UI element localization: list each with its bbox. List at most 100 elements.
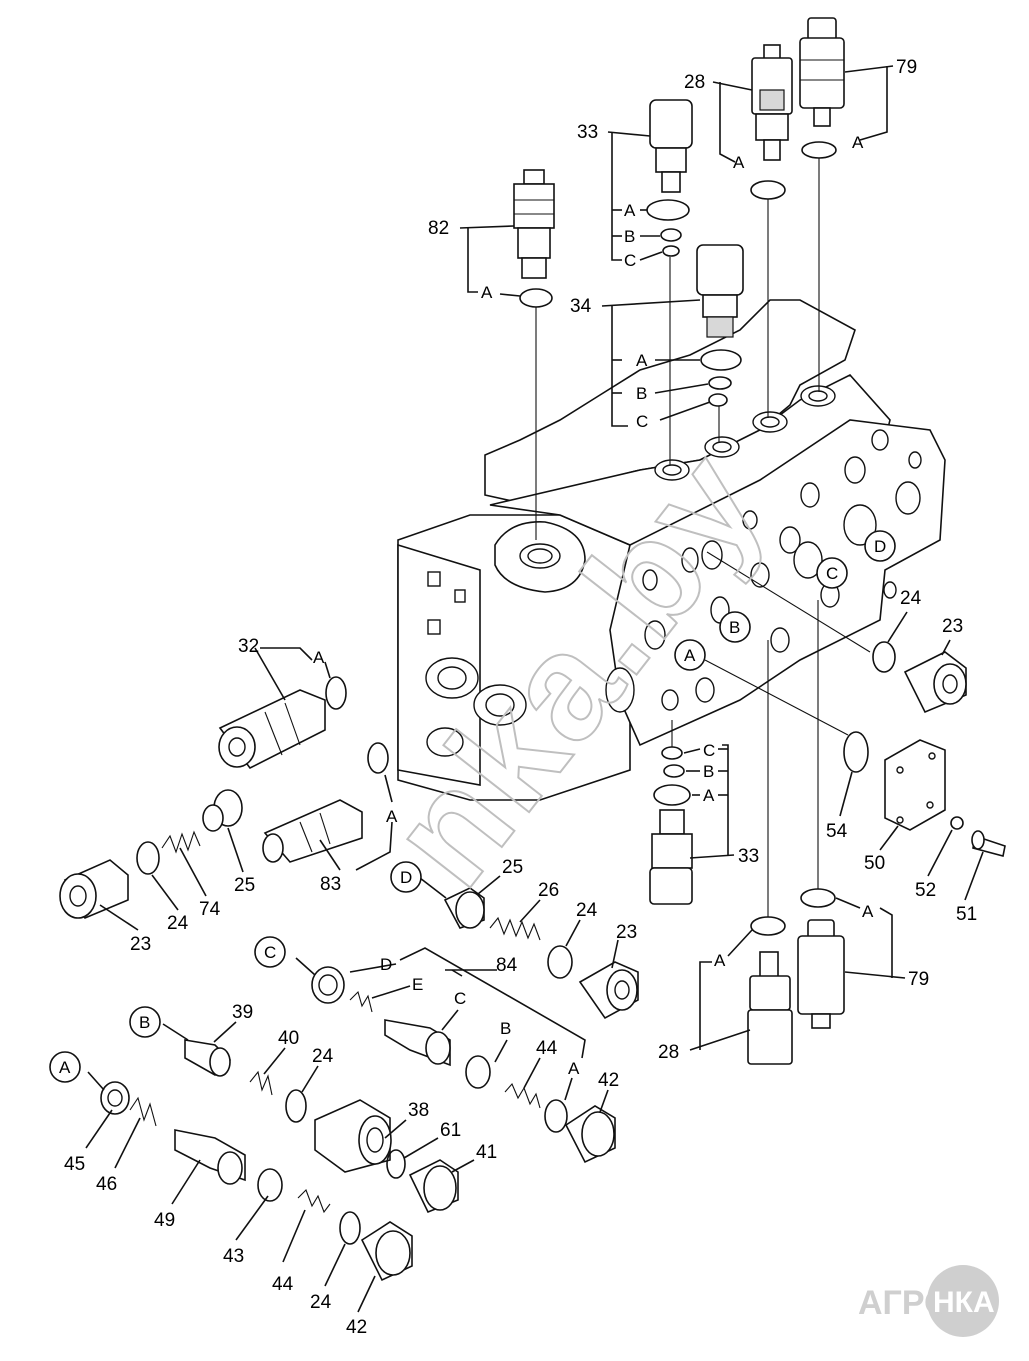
letter-c-34: C bbox=[636, 412, 648, 431]
o-ring-24-right bbox=[872, 641, 896, 673]
sub-marker-c: C bbox=[264, 943, 276, 962]
brand-text-part2: НКА bbox=[933, 1286, 995, 1319]
callout-28-bottom: 28 bbox=[658, 1042, 679, 1063]
callout-41: 41 bbox=[476, 1142, 497, 1163]
relief-valve-79-top bbox=[799, 17, 845, 127]
face-marker-d: D bbox=[874, 537, 886, 556]
callout-50: 50 bbox=[864, 853, 885, 874]
bolt-51 bbox=[971, 830, 1006, 857]
spool-set-84 bbox=[311, 966, 616, 1164]
letter-a-83: A bbox=[386, 807, 398, 826]
callout-23-mid: 23 bbox=[616, 922, 637, 943]
leader-lines bbox=[85, 65, 984, 1313]
callout-54: 54 bbox=[826, 821, 848, 842]
letter-a-79-top: A bbox=[852, 133, 864, 152]
face-marker-a: A bbox=[684, 646, 696, 665]
callout-24-right: 24 bbox=[900, 588, 922, 609]
letter-c-84: C bbox=[454, 989, 466, 1008]
callout-33-top: 33 bbox=[577, 122, 598, 143]
o-ring-61 bbox=[386, 1149, 406, 1179]
brand-logo: АГРО НКА bbox=[858, 1265, 999, 1337]
cover-50 bbox=[884, 739, 946, 831]
callout-42-mid: 42 bbox=[598, 1070, 619, 1091]
sub-marker-b: B bbox=[139, 1013, 150, 1032]
callout-33-bottom: 33 bbox=[738, 846, 759, 867]
callout-79-bottom: 79 bbox=[908, 969, 929, 990]
relief-valve-28-bottom bbox=[747, 916, 793, 1065]
plug-23-mid bbox=[578, 961, 639, 1020]
callout-28-top: 28 bbox=[684, 72, 705, 93]
callout-40: 40 bbox=[278, 1028, 299, 1049]
letter-c-33: C bbox=[624, 251, 636, 270]
callout-42-bottom: 42 bbox=[346, 1317, 367, 1338]
callout-24-left: 24 bbox=[167, 913, 189, 934]
letter-a-33b: A bbox=[703, 786, 715, 805]
plug-33-bottom bbox=[649, 746, 693, 905]
callout-45: 45 bbox=[64, 1154, 85, 1175]
valve-32 bbox=[218, 689, 326, 770]
callout-44-mid: 44 bbox=[536, 1038, 558, 1059]
callout-numbers: 79 28 33 82 34 32 83 25 74 24 23 25 26 2… bbox=[64, 57, 977, 1338]
callout-39: 39 bbox=[232, 1002, 253, 1023]
callout-26: 26 bbox=[538, 880, 559, 901]
letter-a-82: A bbox=[481, 283, 493, 302]
callout-44-bottom: 44 bbox=[272, 1274, 294, 1295]
plug-41 bbox=[408, 1159, 459, 1214]
callout-52: 52 bbox=[915, 880, 936, 901]
letter-a-34: A bbox=[636, 351, 648, 370]
assembly-lines-top bbox=[535, 158, 820, 540]
callout-49: 49 bbox=[154, 1210, 175, 1231]
letter-b-33: B bbox=[624, 227, 635, 246]
washer-52 bbox=[950, 816, 964, 830]
letter-a-33: A bbox=[624, 201, 636, 220]
spring-26 bbox=[489, 916, 541, 941]
o-ring-83a bbox=[367, 742, 389, 774]
callout-32: 32 bbox=[238, 636, 259, 657]
letter-a-32: A bbox=[313, 648, 325, 667]
letter-a-28-top: A bbox=[733, 153, 745, 172]
o-ring-24-mid bbox=[547, 945, 573, 979]
plug-23-right bbox=[903, 651, 967, 714]
spring-74 bbox=[161, 830, 201, 854]
letter-a-28-bottom: A bbox=[714, 951, 726, 970]
callout-34: 34 bbox=[570, 296, 592, 317]
letter-b-33b: B bbox=[703, 762, 714, 781]
sub-marker-a: A bbox=[59, 1058, 71, 1077]
face-markers bbox=[49, 530, 896, 1083]
plug-33-top bbox=[649, 99, 693, 193]
callout-82: 82 bbox=[428, 218, 449, 239]
part-25-mid bbox=[443, 887, 485, 929]
letter-a-84: A bbox=[568, 1059, 580, 1078]
letter-b-84: B bbox=[500, 1019, 511, 1038]
callout-74: 74 bbox=[199, 899, 221, 920]
valve-83 bbox=[262, 799, 363, 863]
callout-23-left: 23 bbox=[130, 934, 151, 955]
letter-e-84: E bbox=[412, 975, 423, 994]
callout-24-d: 24 bbox=[312, 1046, 334, 1067]
callout-83: 83 bbox=[320, 874, 341, 895]
spring-40 bbox=[249, 1070, 273, 1096]
part-38 bbox=[314, 1099, 392, 1173]
callout-61: 61 bbox=[440, 1120, 461, 1141]
relief-valve-79-bottom bbox=[797, 888, 845, 1029]
callout-24-mid: 24 bbox=[576, 900, 598, 921]
callout-38: 38 bbox=[408, 1100, 429, 1121]
face-marker-b: B bbox=[729, 618, 740, 637]
o-ring-24-d bbox=[285, 1089, 307, 1123]
o-ring-24-left bbox=[136, 841, 160, 875]
callout-46: 46 bbox=[96, 1174, 117, 1195]
letter-callouts: A A A B C A A B C A A C B A A A D E C B … bbox=[313, 133, 874, 1078]
callout-43: 43 bbox=[223, 1246, 244, 1267]
part-39 bbox=[184, 1039, 232, 1077]
circled-letters: A B C D D C B A bbox=[59, 537, 886, 1077]
letter-a-79-bottom: A bbox=[862, 902, 874, 921]
letter-d-84: D bbox=[380, 955, 392, 974]
plug-23-left bbox=[59, 859, 129, 920]
relief-valve-28-top bbox=[751, 44, 793, 161]
brand-text-part1: АГРО bbox=[858, 1284, 951, 1322]
plug-34 bbox=[696, 244, 744, 338]
callout-84: 84 bbox=[496, 955, 518, 976]
letter-c-33b: C bbox=[703, 741, 715, 760]
